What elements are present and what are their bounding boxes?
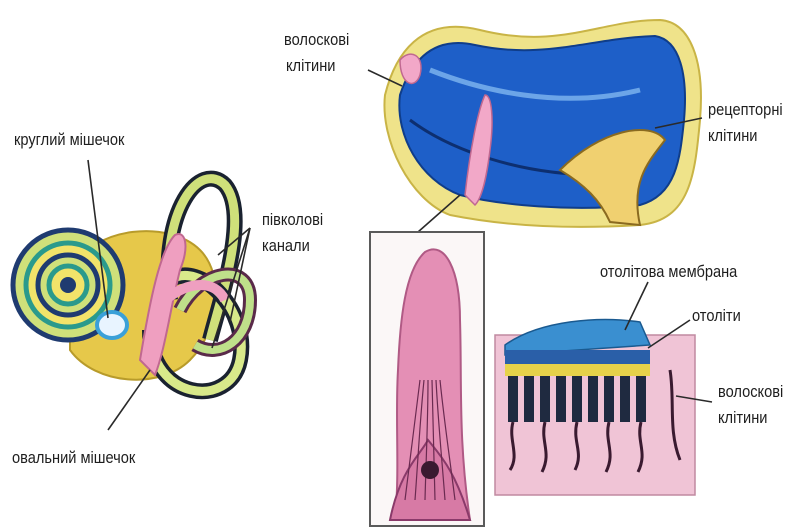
otolith-layer-yellow [505,364,650,376]
label-hair-cells-top-line1: волоскові [284,30,349,50]
label-receptor-cells-line1: рецепторні [708,100,783,120]
otolith-block [495,320,695,495]
receptor-section-illustration [384,20,700,227]
inner-ear-illustration [13,179,250,392]
label-semicircular-canals-line2: канали [262,236,310,256]
label-hair-cells-bottom-line1: волоскові [718,382,783,402]
label-receptor-cells-line2: клітини [708,126,757,146]
label-oval-sac: овальний мішечок [12,448,135,468]
magnified-hair-cell [370,232,484,526]
otolith-hair-columns [508,376,646,422]
label-otoliths: отоліти [692,306,741,326]
round-sac [97,312,127,338]
label-hair-cells-top-line2: клітини [286,56,335,76]
endolymph-channel [399,36,685,208]
label-semicircular-canals-line1: півколові [262,210,323,230]
label-round-sac: круглий мішечок [14,130,124,150]
label-hair-cells-bottom-line2: клітини [718,408,767,428]
otolith-layer-blue [505,350,650,364]
label-otolith-membrane: отолітова мембрана [600,262,737,282]
hair-cell-nucleus [421,461,439,479]
